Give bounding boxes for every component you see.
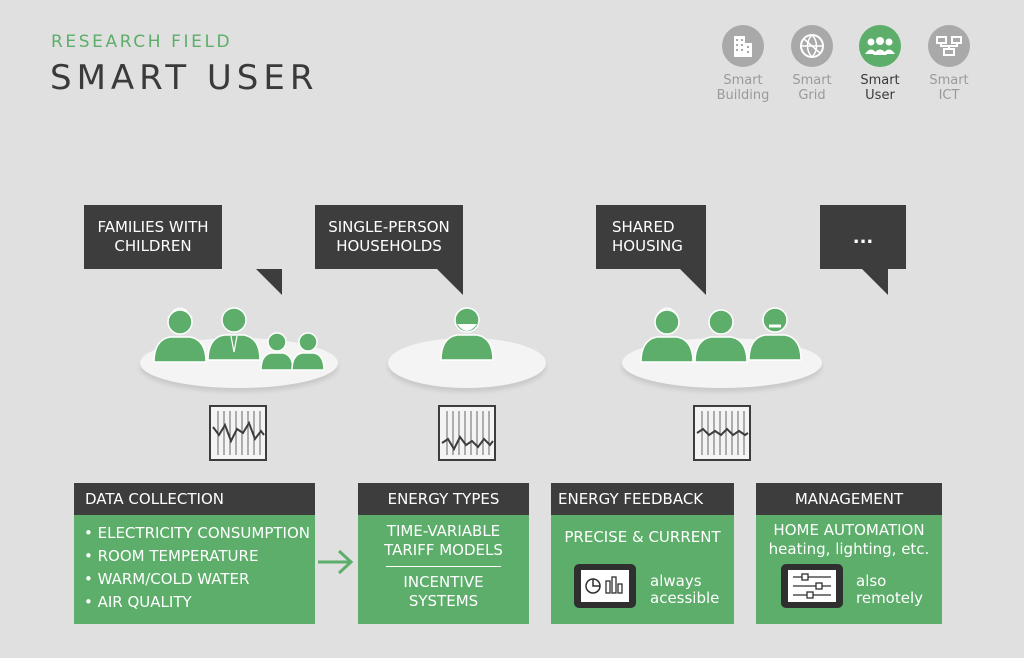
feedback-note-line2: acessible	[650, 589, 720, 607]
panel-title: DATA COLLECTION	[74, 483, 315, 515]
meter-chart-icon	[693, 405, 751, 461]
feedback-subtitle: PRECISE & CURRENT	[564, 528, 721, 546]
management-panel: MANAGEMENT HOME AUTOMATION heating, ligh…	[756, 483, 942, 624]
incentive-line1: INCENTIVE	[403, 573, 484, 591]
bubble-line1: ...	[852, 226, 874, 248]
mustache-man-figure	[748, 307, 802, 361]
child-figure	[260, 332, 294, 371]
tariff-line2: TARIFF MODELS	[384, 541, 503, 559]
bubble-line1: FAMILIES WITH	[97, 218, 209, 236]
incentive-line2: SYSTEMS	[408, 592, 479, 610]
nav-label-line2: ICT	[938, 88, 960, 103]
man-figure	[207, 307, 261, 361]
woman-figure	[153, 307, 207, 363]
bubble-line1: SHARED	[612, 218, 675, 236]
users-icon	[859, 25, 901, 67]
meter-chart-icon	[438, 405, 496, 461]
panel-title: MANAGEMENT	[756, 483, 942, 515]
bubble-line2: HOUSEHOLDS	[336, 237, 442, 255]
nav-smart-grid[interactable]: Smart Grid	[775, 25, 849, 103]
list-item: • ELECTRICITY CONSUMPTION	[84, 524, 311, 542]
management-subtitle-line2: heating, lighting, etc.	[768, 540, 930, 558]
tablet-chart-icon	[574, 564, 636, 608]
tariff-line1: TIME-VARIABLE	[386, 522, 501, 540]
bubble-line1: SINGLE-PERSON	[328, 218, 450, 236]
tablet-sliders-icon	[781, 564, 843, 608]
nav-label-line1: Smart	[792, 73, 832, 88]
feedback-note-line1: always	[650, 572, 702, 590]
management-note-line1: also	[856, 572, 887, 590]
network-icon	[928, 25, 970, 67]
bubble-more: ...	[820, 205, 906, 295]
energy-feedback-panel: ENERGY FEEDBACK PRECISE & CURRENT always…	[551, 483, 734, 624]
child-figure	[291, 332, 325, 371]
divider	[386, 566, 501, 567]
nav-smart-user[interactable]: Smart User	[843, 25, 917, 103]
globe-icon	[791, 25, 833, 67]
nav-label-line2: Building	[716, 88, 770, 103]
bubble-line2: HOUSING	[612, 237, 683, 255]
energy-types-panel: ENERGY TYPES TIME-VARIABLE TARIFF MODELS…	[358, 483, 529, 624]
bearded-man-figure	[440, 307, 494, 361]
arrow-right-icon	[318, 549, 354, 575]
management-subtitle-line1: HOME AUTOMATION	[773, 521, 925, 539]
data-collection-panel: DATA COLLECTION • ELECTRICITY CONSUMPTIO…	[74, 483, 315, 624]
bubble-line2: CHILDREN	[114, 237, 192, 255]
nav-label-line2: Grid	[798, 88, 826, 103]
page-title: SMART USER	[50, 58, 319, 98]
management-note-line2: remotely	[856, 589, 924, 607]
woman-figure	[694, 309, 748, 363]
panel-title: ENERGY FEEDBACK	[551, 483, 734, 515]
building-icon	[722, 25, 764, 67]
list-item: • ROOM TEMPERATURE	[84, 547, 259, 565]
nav-label-line1: Smart	[723, 73, 763, 88]
meter-chart-icon	[209, 405, 267, 461]
list-item: • AIR QUALITY	[84, 593, 192, 611]
nav-label-line2: User	[865, 88, 895, 103]
nav-smart-ict[interactable]: Smart ICT	[912, 25, 986, 103]
nav-smart-building[interactable]: Smart Building	[706, 25, 780, 103]
section-kicker: RESEARCH FIELD	[51, 32, 233, 52]
nav-label-line1: Smart	[929, 73, 969, 88]
panel-title: ENERGY TYPES	[358, 483, 529, 515]
nav-label-line1: Smart	[860, 73, 900, 88]
list-item: • WARM/COLD WATER	[84, 570, 250, 588]
woman-figure	[640, 307, 694, 363]
